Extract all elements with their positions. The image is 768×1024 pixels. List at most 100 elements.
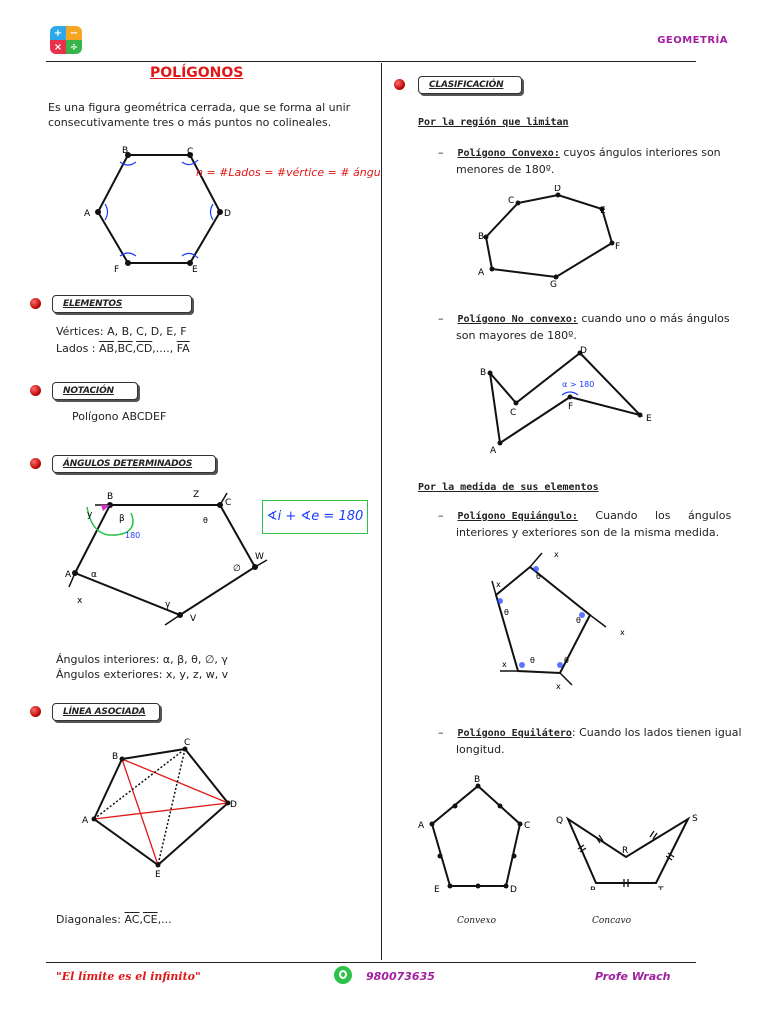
section-tag-clasificacion: CLASIFICACIÓN	[418, 76, 522, 94]
exterior-angles: Ángulos exteriores: x, y, z, w, v	[56, 668, 229, 681]
nonconvex-polygon-figure: B C D E F A α > 180	[480, 346, 652, 455]
svg-text:x: x	[620, 628, 625, 637]
equilateral-convex-figure: B C D E A	[418, 775, 530, 895]
header-rule	[46, 61, 696, 62]
svg-text:S: S	[692, 814, 698, 824]
svg-text:E: E	[434, 885, 440, 895]
svg-text:D: D	[230, 800, 237, 810]
svg-text:y: y	[87, 510, 93, 520]
bullet-icon	[30, 298, 41, 309]
svg-text:x: x	[496, 580, 501, 589]
svg-text:x: x	[77, 596, 83, 606]
vertices-line: Vértices: A, B, C, D, E, F	[56, 325, 187, 338]
svg-text:A: A	[418, 821, 425, 831]
svg-text:D: D	[580, 346, 587, 356]
hex-label-f: F	[114, 265, 119, 275]
svg-text:θ: θ	[504, 608, 509, 617]
convex-polygon-figure: BCD EFG A	[478, 185, 620, 290]
section-tag-angulos: ÁNGULOS DETERMINADOS	[52, 455, 216, 473]
footer-quote: "El límite es el infinito"	[56, 970, 201, 983]
section-tag-elementos: ELEMENTOS	[52, 295, 192, 313]
svg-text:B: B	[480, 368, 486, 378]
svg-text:T: T	[657, 886, 664, 890]
svg-text:B: B	[112, 752, 118, 762]
svg-text:Q: Q	[556, 816, 563, 826]
svg-text:C: C	[508, 196, 514, 206]
hex-label-c: C	[187, 147, 193, 157]
svg-text:B: B	[107, 492, 113, 502]
convex-definition: – Polígono Convexo: cuyos ángulos interi…	[438, 146, 721, 176]
footer-author: Profe Wrach	[595, 970, 671, 983]
hexagon-figure: B C D E F A n = #Lados = #vértice = # án…	[84, 146, 380, 275]
svg-text:x: x	[556, 682, 561, 691]
bullet-icon	[30, 385, 41, 396]
svg-text:x: x	[502, 660, 507, 669]
svg-text:C: C	[510, 408, 516, 418]
svg-text:P: P	[590, 886, 596, 890]
bullet-icon	[30, 706, 41, 717]
footer-phone: 980073635	[366, 970, 435, 983]
section-tag-linea: LÍNEA ASOCIADA	[52, 703, 160, 721]
svg-text:F: F	[568, 402, 573, 412]
svg-text:γ: γ	[165, 600, 171, 610]
svg-text:A: A	[490, 446, 497, 455]
page-title: POLÍGONOS	[150, 65, 244, 81]
svg-text:∅: ∅	[233, 564, 241, 574]
svg-text:V: V	[190, 614, 197, 624]
svg-text:A: A	[478, 268, 485, 278]
svg-text:θ: θ	[564, 656, 569, 665]
svg-text:θ: θ	[203, 516, 208, 525]
pentagon-diagonals-figure: B C D E A	[82, 738, 237, 880]
heading-by-measure: Por la medida de sus elementos	[418, 482, 599, 493]
svg-text:E: E	[600, 206, 606, 216]
svg-text:R: R	[622, 846, 628, 856]
svg-text:θ: θ	[530, 656, 535, 665]
svg-text:β: β	[119, 514, 125, 524]
heading-by-region: Por la región que limitan	[418, 117, 569, 128]
hex-label-e: E	[192, 265, 198, 275]
notation-text: Polígono ABCDEF	[72, 410, 167, 423]
svg-text:G: G	[550, 280, 557, 290]
column-divider	[381, 63, 382, 960]
bullet-icon	[394, 79, 405, 90]
angle-formula: ∢i + ∢e = 180	[266, 509, 364, 524]
nonconvex-note: α > 180	[562, 380, 594, 389]
svg-text:B: B	[478, 232, 484, 242]
svg-text:F: F	[615, 242, 620, 252]
equilateral-definition: – Polígono Equilátero: Cuando los lados …	[438, 726, 742, 756]
diagonals-line: Diagonales: AC,CE,...	[56, 913, 172, 926]
whatsapp-icon	[334, 966, 352, 984]
formula-box: ∢i + ∢e = 180	[262, 500, 368, 534]
interior-angles: Ángulos interiores: α, β, θ, ∅, γ	[56, 653, 228, 666]
equilateral-concave-figure: Q S R P T	[556, 814, 698, 890]
hex-label-a: A	[84, 209, 91, 219]
hex-label-b: B	[122, 146, 128, 156]
svg-text:C: C	[524, 821, 530, 831]
svg-text:A: A	[82, 816, 89, 826]
svg-text:α: α	[91, 570, 97, 580]
svg-text:x: x	[554, 550, 559, 559]
hexagon-note: n = #Lados = #vértice = # ángulos	[196, 166, 380, 179]
svg-text:E: E	[646, 414, 652, 424]
svg-text:C: C	[184, 738, 190, 748]
nonconvex-definition: – Polígono No convexo: cuando uno o más …	[438, 312, 730, 342]
svg-text:B: B	[474, 775, 480, 785]
footer-rule	[46, 962, 696, 963]
label-180: 180	[125, 531, 140, 540]
svg-text:W: W	[255, 552, 264, 562]
bullet-icon	[30, 458, 41, 469]
hex-label-d: D	[224, 209, 231, 219]
svg-text:E: E	[155, 870, 161, 880]
logo: +− ×÷	[50, 26, 82, 54]
equiangular-definition: – Polígono Equiángulo: Cuando los ángulo…	[438, 509, 732, 539]
section-tag-notacion: NOTACIÓN	[52, 382, 138, 400]
caption-convex: Convexo	[457, 916, 497, 926]
caption-concave: Concavo	[592, 916, 632, 926]
svg-text:Z: Z	[193, 490, 199, 500]
svg-text:θ: θ	[576, 616, 581, 625]
subject-label: GEOMETRÍA	[657, 35, 728, 46]
lados-line: Lados : AB,BC,CD,...., FA	[56, 342, 190, 355]
svg-text:D: D	[510, 885, 517, 895]
